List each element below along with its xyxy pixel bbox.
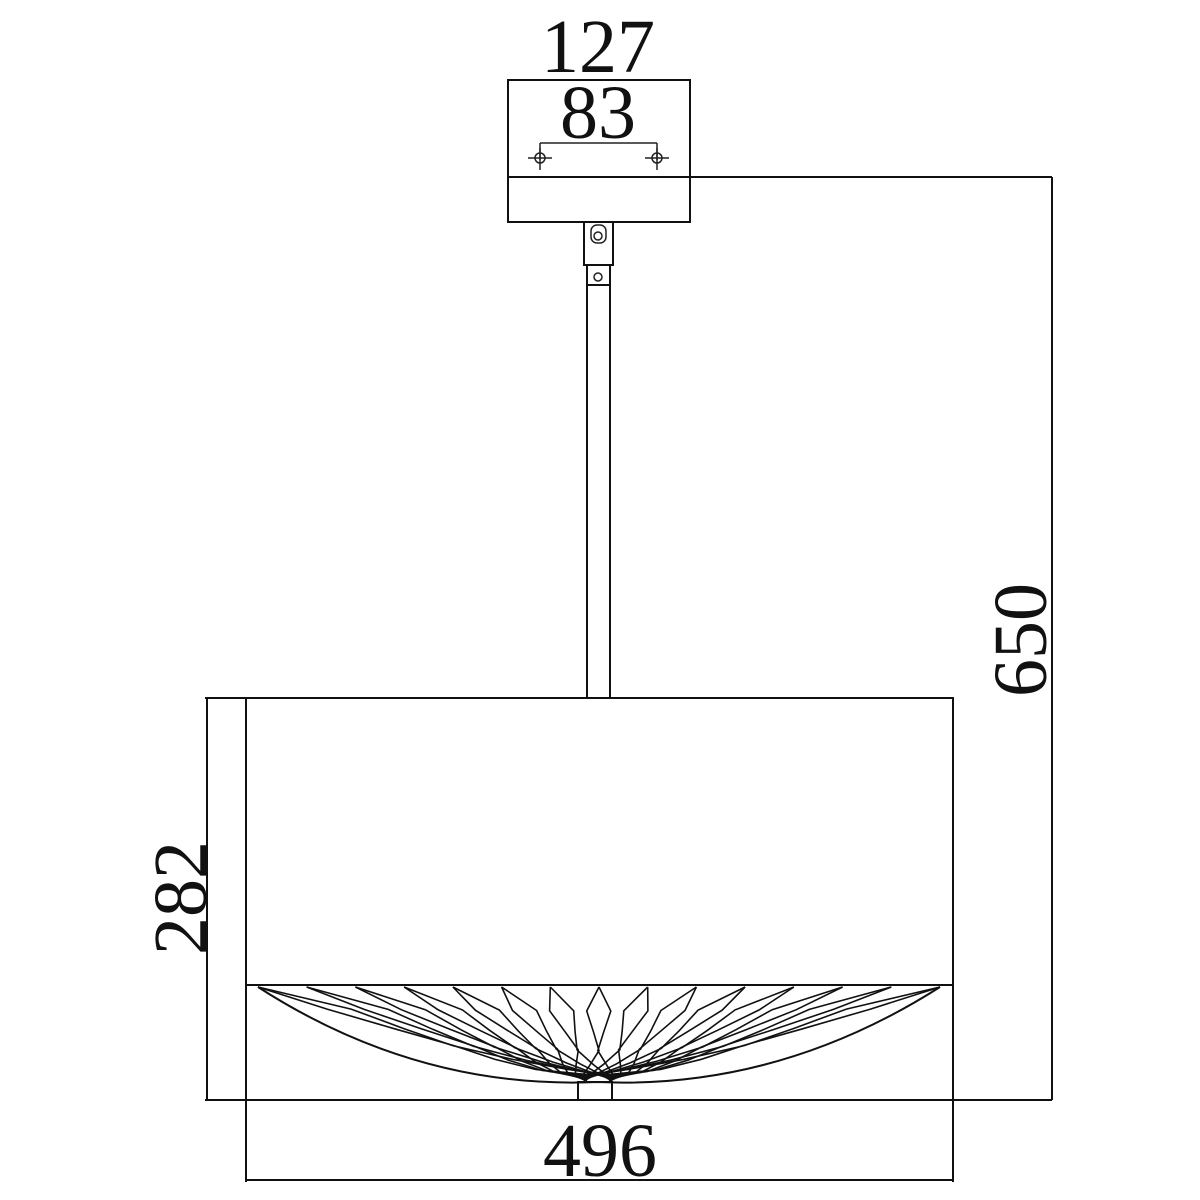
- mesh-strand: [609, 986, 843, 1078]
- mounting-hole-left-icon: [528, 148, 552, 170]
- overall-height-dimension: [205, 177, 1053, 1101]
- mesh-strand: [355, 986, 611, 1078]
- mesh-strand: [609, 986, 941, 1076]
- mounting-hole-right-icon: [645, 148, 669, 170]
- mesh-strand: [403, 986, 611, 1079]
- suspension-bracket: [583, 221, 614, 286]
- drum-shade: [245, 697, 954, 986]
- mounting-holes-label: 83: [560, 71, 636, 155]
- mesh-diffuser-bowl: [257, 986, 941, 1084]
- mesh-strand: [548, 986, 587, 1082]
- suspension-rod: [586, 284, 611, 699]
- shade-height-dimension: [205, 697, 246, 1100]
- shade-diameter-dimension: [245, 985, 954, 1182]
- mesh-strand: [585, 986, 941, 1076]
- shade-height-label: 282: [139, 841, 223, 955]
- mesh-strand: [580, 986, 600, 1083]
- mesh-strand: [549, 986, 611, 1082]
- shade-diameter-label: 496: [543, 1109, 657, 1193]
- mesh-strand: [355, 986, 587, 1078]
- canopy-width-label: 127: [541, 5, 655, 89]
- bottom-finial: [577, 1081, 613, 1101]
- overall-height-label: 650: [979, 583, 1063, 697]
